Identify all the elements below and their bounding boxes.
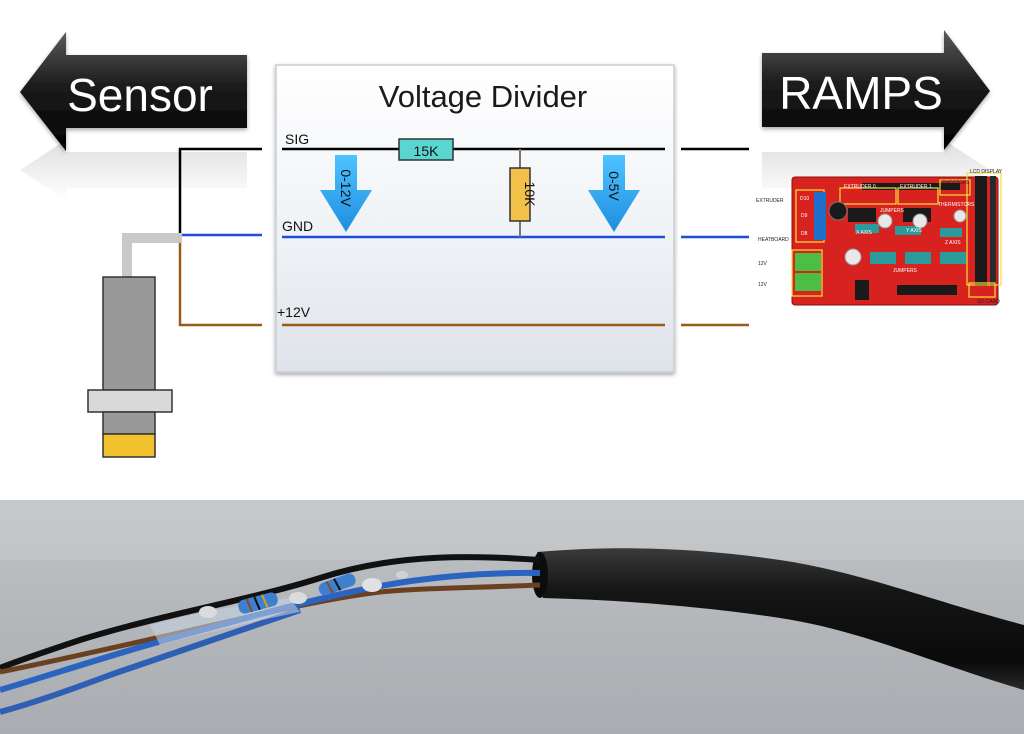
output-range-arrow: 0-5V <box>588 155 640 232</box>
sensor-wiring <box>178 147 262 327</box>
ramps-label-sd-card: SD-CARD <box>977 299 1000 305</box>
ramps-label-extruder-1: EXTRUDER 1 <box>900 184 932 190</box>
v12-wire-label: +12V <box>277 304 311 320</box>
voltage-divider-title: Voltage Divider <box>379 79 588 114</box>
series-resistor-label: 15K <box>414 143 440 159</box>
ground-resistor-label: 10K <box>522 182 538 208</box>
ramps-label-endstops: ENDSTOPS <box>942 180 970 186</box>
cable-photo <box>0 500 1024 734</box>
ramps-label-x-axis: X AXIS <box>856 230 873 236</box>
series-resistor: 15K <box>398 138 454 161</box>
photo-solder-joint-1 <box>199 606 217 618</box>
ramps-arrow: RAMPS <box>762 30 990 200</box>
ramps-label-jumpers-top: JUMPERS <box>880 208 905 214</box>
input-range-arrow: 0-12V <box>320 155 372 232</box>
sensor-tip <box>102 433 156 458</box>
ramps-board: EXTRUDER HEATBOARD LCD DISPLAY ENDSTOPS … <box>756 169 1003 306</box>
ramps-label-12v-bottom: 12V <box>758 282 768 288</box>
ramps-label-extruder: EXTRUDER <box>756 198 784 204</box>
ramps-label-y-axis: Y AXIS <box>906 228 922 234</box>
output-range-label: 0-5V <box>606 171 622 201</box>
cable-sleeve <box>537 548 1024 690</box>
photo-solder-joint-2 <box>289 592 307 604</box>
ramps-label-extruder-0: EXTRUDER 0 <box>844 184 876 190</box>
ground-resistor: 10K <box>509 167 538 222</box>
ramps-arrow-label: RAMPS <box>779 67 943 119</box>
ramps-label-12v-top: 12V <box>758 261 768 267</box>
input-range-label: 0-12V <box>338 169 354 207</box>
ramps-label-heatboard: HEATBOARD <box>758 237 789 243</box>
photo-wire-black <box>0 554 541 671</box>
ramps-label-jumpers-bottom: JUMPERS <box>893 268 918 274</box>
photo-solder-joint-4 <box>396 571 408 579</box>
ramps-label-d10: D10 <box>800 196 809 202</box>
ramps-label-d9: D9 <box>801 213 808 219</box>
sensor-arrow: Sensor <box>20 32 247 200</box>
ramps-label-z-axis: Z AXIS <box>945 240 961 246</box>
inductive-sensor <box>87 233 182 458</box>
photo-resistor-1 <box>238 592 278 614</box>
ramps-label-lcd-display: LCD DISPLAY <box>970 169 1003 175</box>
photo-wire-blue-lower <box>0 607 301 715</box>
gnd-wire-label: GND <box>282 218 313 234</box>
ramps-label-d8: D8 <box>801 231 808 237</box>
photo-resistor-2 <box>318 573 356 596</box>
photo-solder-joint-3 <box>362 578 382 592</box>
sensor-arrow-label: Sensor <box>67 69 213 121</box>
ramps-label-thermistors: THERMISTORS <box>938 202 975 208</box>
sig-wire-label: SIG <box>285 131 309 147</box>
